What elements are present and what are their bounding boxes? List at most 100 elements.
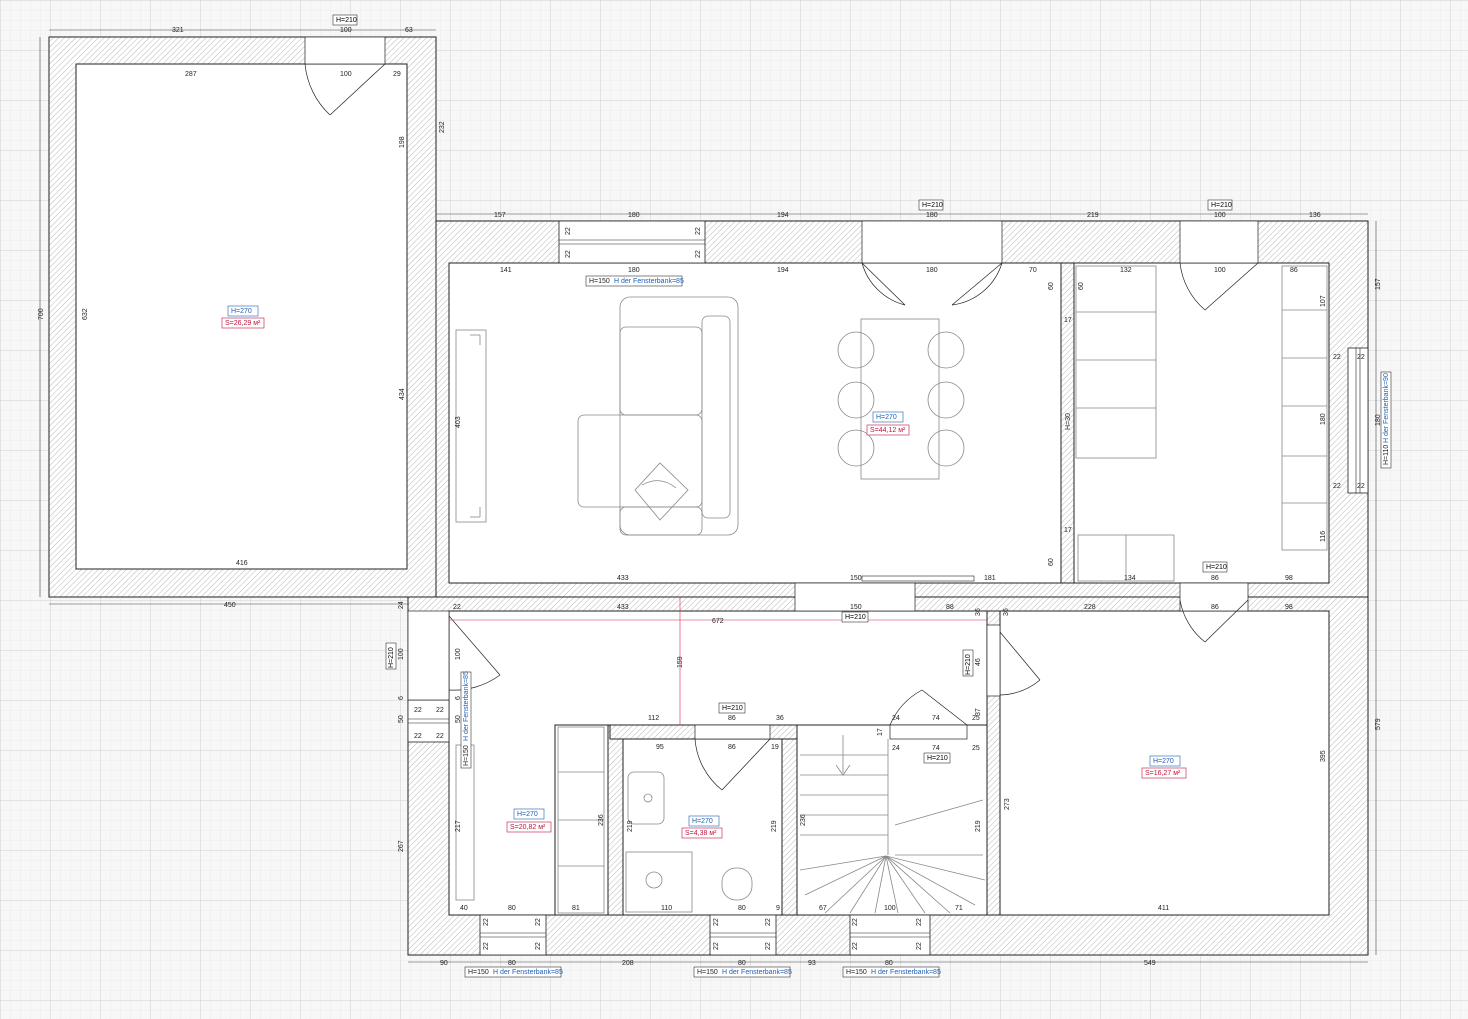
rooms (75, 63, 1330, 916)
dim: 80 (885, 960, 893, 967)
dim: 116 (1320, 531, 1327, 542)
door-tag: H=210 (722, 705, 743, 712)
dim: 86 (1211, 604, 1219, 611)
dim: 93 (808, 960, 816, 967)
dim: 22 (765, 942, 772, 950)
dim: 71 (955, 905, 963, 912)
dim: 217 (455, 820, 462, 832)
dim: 17 (1064, 317, 1072, 324)
room-area-label: S=20,82 м² (510, 824, 546, 831)
dim: 132 (1120, 267, 1132, 274)
dim: 60 (1048, 282, 1055, 290)
dim: 36 (1003, 608, 1010, 616)
dim: 22 (535, 942, 542, 950)
dim: 107 (1320, 295, 1327, 307)
doors (304, 36, 1259, 791)
dimension-labels: 321 100 63 287 100 29 232 198 700 632 43… (38, 27, 1382, 967)
windows (407, 220, 1369, 956)
dim: 287 (185, 71, 197, 78)
dim: 22 (436, 707, 444, 714)
dim: 22 (565, 227, 572, 235)
dim: 236 (800, 814, 807, 826)
window-tag: H der Fensterbank=85 (722, 969, 792, 976)
window-tag: H=150 (697, 969, 718, 976)
dim: 80 (508, 905, 516, 912)
dim: 86 (1290, 267, 1298, 274)
dim: 86 (1211, 575, 1219, 582)
dim: 19 (771, 744, 779, 751)
dim: 150 (850, 575, 862, 582)
dim: 194 (777, 212, 789, 219)
dim: 22 (713, 918, 720, 926)
dim-red: 159 (677, 656, 684, 668)
furniture (455, 265, 1328, 914)
dim: 180 (628, 267, 640, 274)
dim: 180 (926, 212, 938, 219)
room-area-label: S=26,29 м² (225, 320, 261, 327)
window-tag: H=150 (589, 278, 610, 285)
dim: 22 (483, 918, 490, 926)
dim: 17 (877, 728, 884, 736)
dim: 40 (460, 905, 468, 912)
dim: 198 (399, 136, 406, 148)
room-height-label: H=270 (876, 414, 897, 421)
dim-red: 672 (712, 618, 724, 625)
dim: 46 (975, 658, 982, 666)
dim: 22 (713, 942, 720, 950)
room-bath (622, 738, 783, 916)
dim: 25 (972, 715, 980, 722)
dim: 70 (1029, 267, 1037, 274)
dim: 194 (777, 267, 789, 274)
room-living (448, 262, 1062, 584)
dim: 74 (932, 745, 940, 752)
dim: 549 (1144, 960, 1156, 967)
dim: 50 (455, 715, 462, 723)
window-tag: H der Fensterbank=85 (493, 969, 563, 976)
dim: 100 (884, 905, 896, 912)
door-tag: H=210 (927, 755, 948, 762)
staircase (799, 735, 986, 914)
window-tag: H der Fensterbank=85 (871, 969, 941, 976)
dim: 29 (393, 71, 401, 78)
door-tag: H=210 (1206, 564, 1227, 571)
dim: 411 (1158, 905, 1169, 912)
dim: 416 (236, 560, 248, 567)
dim: 232 (439, 121, 446, 133)
room-area-label: S=16,27 м² (1145, 770, 1181, 777)
dim: 24 (892, 715, 900, 722)
door-tag: H=210 (336, 17, 357, 24)
dim: 112 (648, 715, 659, 722)
door-tag: H=210 (965, 654, 972, 675)
dim: 100 (340, 27, 352, 34)
dim: 267 (398, 840, 405, 852)
dim: 6 (455, 696, 462, 700)
dim: 74 (932, 715, 940, 722)
room-height-label: H=270 (1153, 758, 1174, 765)
dim: 22 (453, 604, 461, 611)
dim: 228 (1084, 604, 1096, 611)
dim: 22 (1333, 483, 1341, 490)
dim: 98 (1285, 575, 1293, 582)
dim: 157 (1375, 278, 1382, 290)
dim: 95 (656, 744, 664, 751)
dim: 22 (1357, 483, 1365, 490)
dim: 22 (1357, 354, 1365, 361)
dim: 180 (628, 212, 640, 219)
dim: 141 (500, 267, 512, 274)
dim: 180 (926, 267, 938, 274)
dim: 632 (82, 308, 89, 320)
dim: 100 (1214, 267, 1226, 274)
dim: 22 (695, 250, 702, 258)
room-area-label: S=4,38 м² (685, 830, 717, 837)
door-height-tags: H=210 H=210 H=210 H=210 H=210 H=210 H=21… (332, 14, 1233, 764)
room-left (75, 63, 408, 570)
dim: 80 (738, 905, 746, 912)
room-area-label: S=44,12 м² (870, 427, 906, 434)
dim: 88 (946, 604, 954, 611)
dim: 50 (398, 715, 405, 723)
dim: 24 (398, 601, 405, 609)
dim: 86 (728, 744, 736, 751)
dim: 100 (340, 71, 352, 78)
dim: 22 (916, 942, 923, 950)
